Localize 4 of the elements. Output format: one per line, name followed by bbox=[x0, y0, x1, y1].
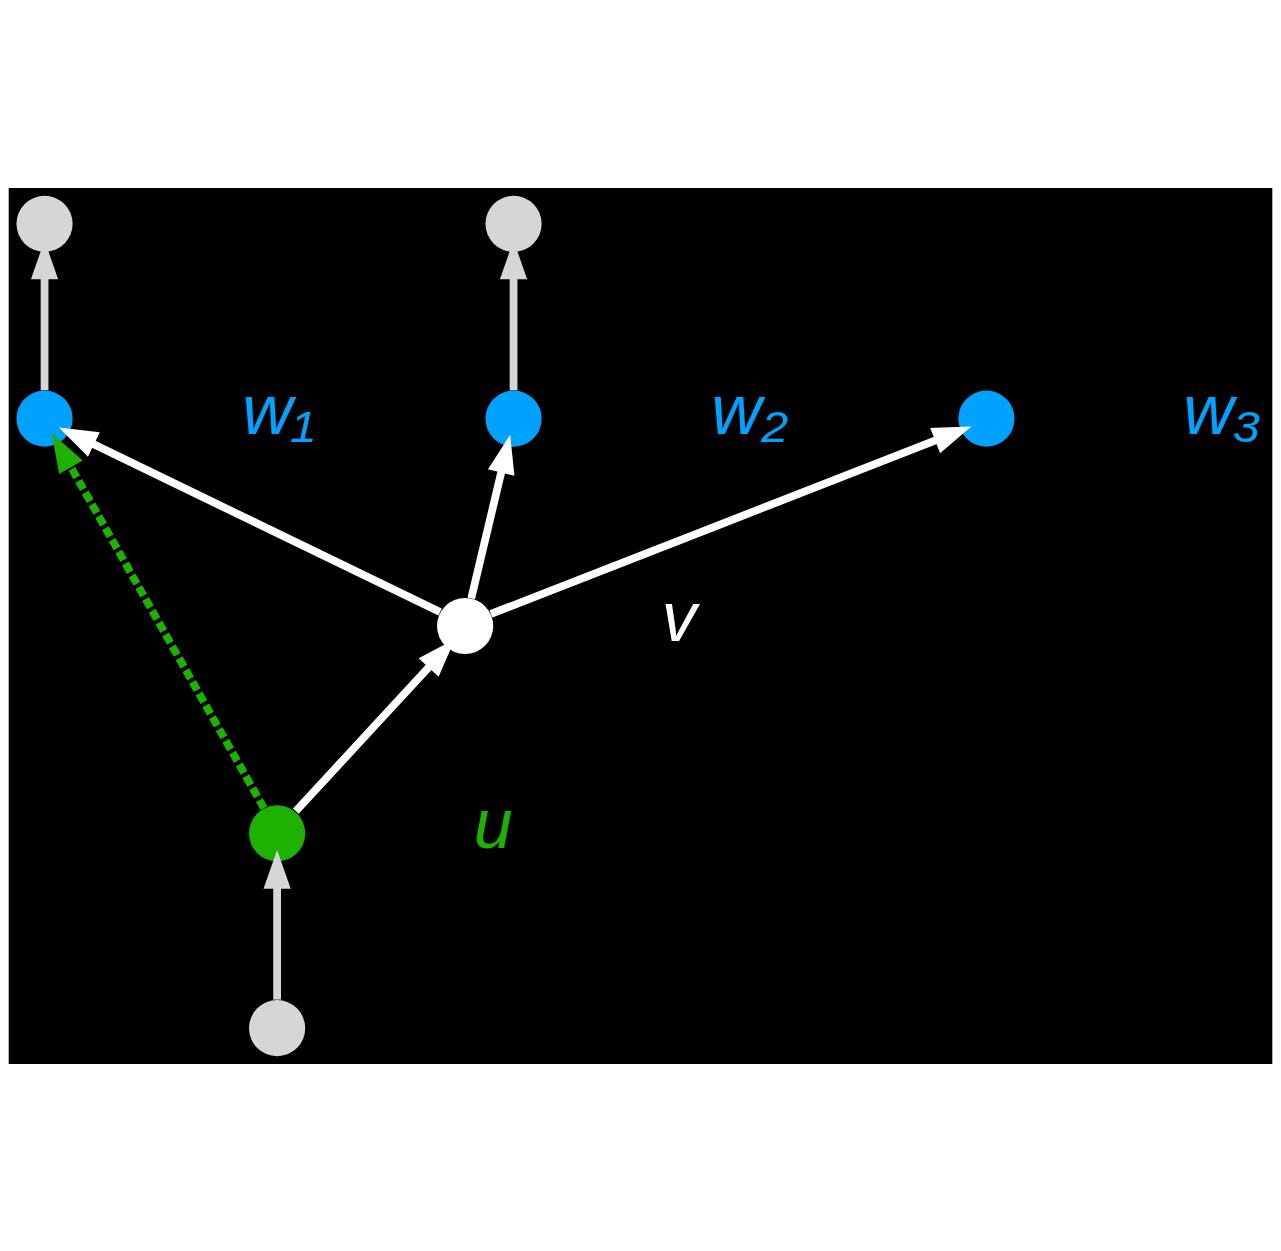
node-label: w₃ bbox=[1183, 370, 1262, 449]
node-label: w₁ bbox=[242, 370, 315, 449]
node-label: u bbox=[473, 784, 513, 863]
node-label: w₂ bbox=[711, 370, 789, 449]
